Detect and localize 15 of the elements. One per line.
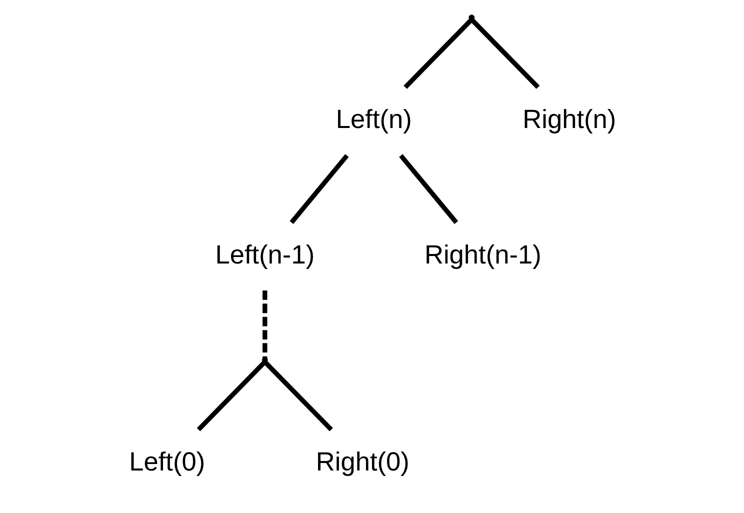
node-text: Left(0) xyxy=(128,446,205,477)
connector xyxy=(196,360,266,432)
node-text: Right(0) xyxy=(315,446,409,477)
connector xyxy=(470,18,540,89)
node-point xyxy=(468,14,474,21)
node-text: Right(n-1) xyxy=(424,239,541,270)
node-text: Left(n-1) xyxy=(214,239,314,270)
connector xyxy=(263,360,332,432)
connector xyxy=(262,290,267,358)
node-text: Right(n) xyxy=(522,104,616,134)
connector xyxy=(289,154,348,224)
node-text: Left(n) xyxy=(335,104,412,134)
connector xyxy=(398,154,458,224)
connector xyxy=(403,18,473,89)
node-point xyxy=(261,357,268,363)
